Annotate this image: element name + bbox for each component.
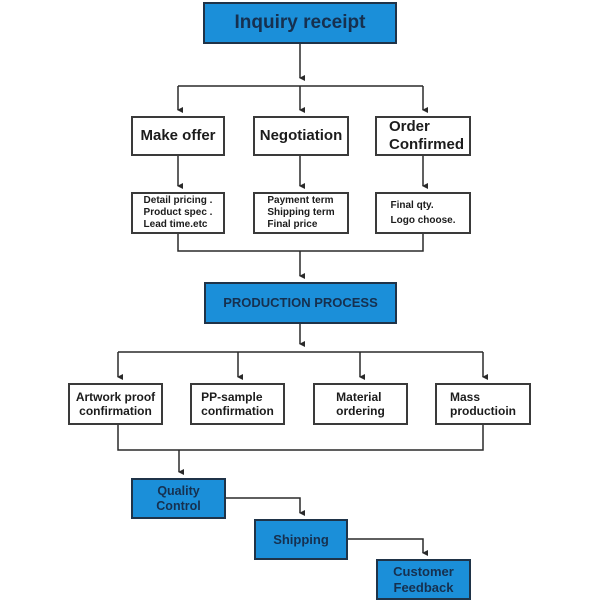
artwork-proof-label: Artwork proof confirmation — [75, 389, 156, 418]
shipping-box: Shipping — [254, 519, 348, 560]
inquiry-receipt-label: Inquiry receipt — [234, 11, 366, 33]
order-confirmed-box: Order Confirmed — [375, 116, 471, 156]
make-offer-details: Detail pricing . Product spec . Lead tim… — [143, 195, 213, 230]
negotiation-label: Negotiation — [259, 127, 343, 145]
customer-feedback-label: Customer Feedback — [393, 564, 454, 595]
order-confirmed-label: Order Confirmed — [389, 118, 464, 153]
make-offer-label: Make offer — [140, 127, 216, 145]
shipping-label: Shipping — [273, 531, 329, 547]
quality-control-box: Quality Control — [131, 478, 226, 519]
negotiation-details-box: Payment term Shipping term Final price — [253, 192, 349, 234]
negotiation-details: Payment term Shipping term Final price — [267, 195, 335, 230]
make-offer-box: Make offer — [131, 116, 225, 156]
production-process-label: PRODUCTION PROCESS — [223, 295, 378, 311]
artwork-proof-box: Artwork proof confirmation — [68, 383, 163, 425]
inquiry-receipt-box: Inquiry receipt — [203, 2, 397, 44]
merge-line-2 — [117, 424, 484, 451]
order-confirmed-details: Final qty. Logo choose. — [390, 200, 456, 226]
pp-sample-label: PP-sample confirmation — [201, 389, 274, 418]
order-confirmed-details-box: Final qty. Logo choose. — [375, 192, 471, 234]
merge-line-1 — [177, 233, 424, 252]
arrow-shipping-to-feedback — [347, 538, 428, 556]
negotiation-box: Negotiation — [253, 116, 349, 156]
quality-control-label: Quality Control — [156, 483, 201, 513]
arrow-quality-to-shipping — [225, 497, 305, 516]
pp-sample-box: PP-sample confirmation — [190, 383, 285, 425]
material-ordering-label: Material ordering — [336, 389, 385, 418]
customer-feedback-box: Customer Feedback — [376, 559, 471, 600]
material-ordering-box: Material ordering — [313, 383, 408, 425]
make-offer-details-box: Detail pricing . Product spec . Lead tim… — [131, 192, 225, 234]
mass-production-box: Mass productioin — [435, 383, 531, 425]
mass-production-label: Mass productioin — [450, 389, 516, 418]
production-process-box: PRODUCTION PROCESS — [204, 282, 397, 324]
